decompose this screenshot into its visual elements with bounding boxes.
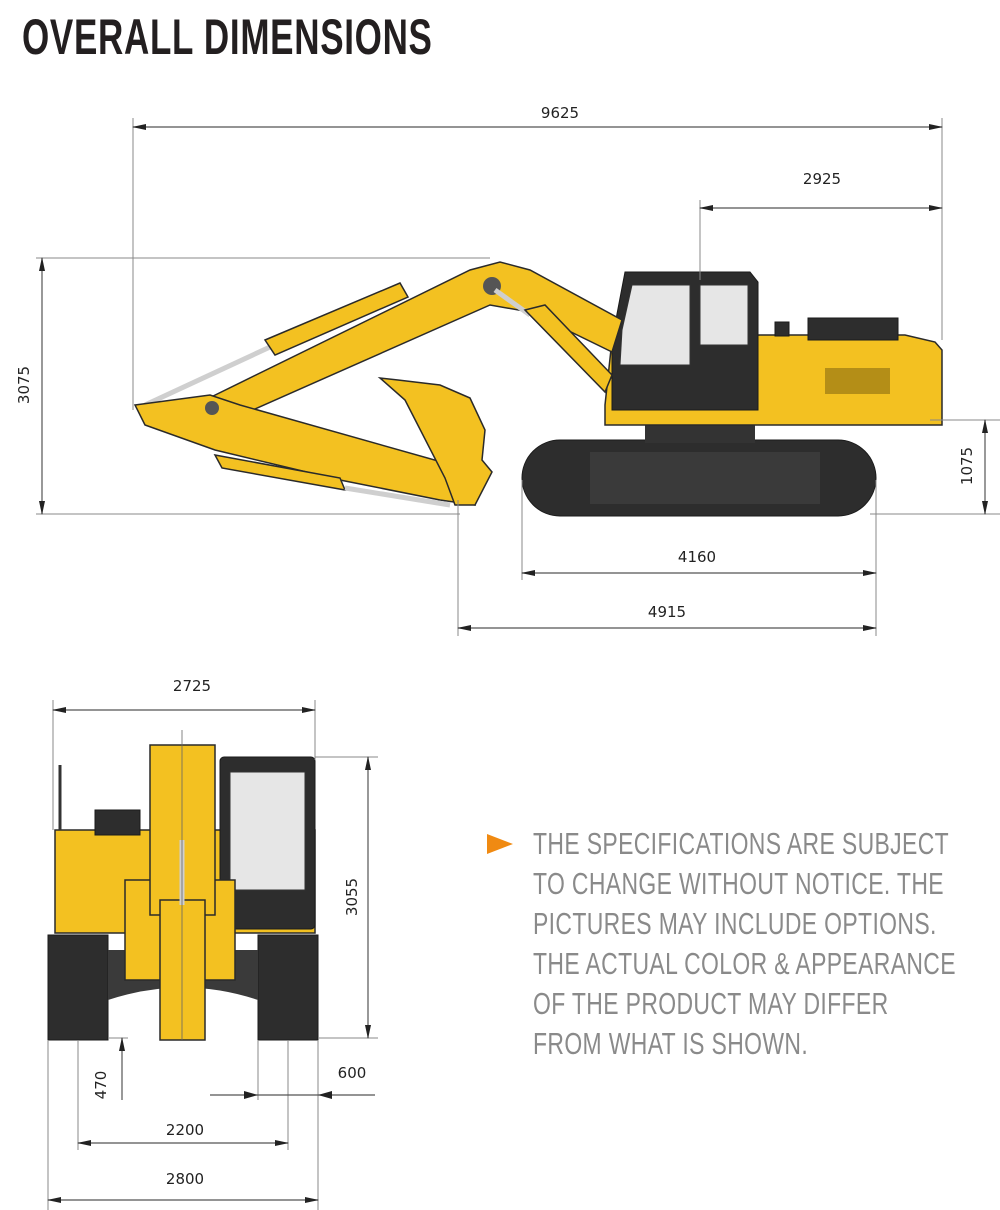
- side-view-excavator: [133, 261, 943, 517]
- dim-track-ground-length: 4160: [678, 548, 716, 566]
- dim-cab-height: 3055: [343, 878, 361, 916]
- note-line: THE SPECIFICATIONS ARE SUBJECT: [533, 826, 950, 861]
- front-track-left: [47, 934, 109, 1041]
- dim-counterweight-clearance: 1075: [958, 447, 976, 485]
- note-line: OF THE PRODUCT MAY DIFFER: [533, 986, 889, 1021]
- note-line: FROM WHAT IS SHOWN.: [533, 1026, 809, 1061]
- dim-track-gauge: 2200: [166, 1121, 204, 1139]
- dim-ground-clearance: 470: [92, 1071, 110, 1100]
- dim-overall-height: 3075: [15, 366, 33, 404]
- dim-rear-swing: 2925: [803, 170, 841, 188]
- note-line: TO CHANGE WITHOUT NOTICE. THE: [533, 866, 944, 901]
- front-track-right: [257, 934, 319, 1041]
- front-view-excavator: [47, 730, 319, 1041]
- dim-track-length: 4915: [648, 603, 686, 621]
- page-title: OVERALL DIMENSIONS: [22, 9, 433, 65]
- side-extension-lines: [36, 118, 1000, 636]
- note-line: THE ACTUAL COLOR & APPEARANCE: [533, 946, 956, 981]
- note-line: PICTURES MAY INCLUDE OPTIONS.: [533, 906, 937, 941]
- dim-overall-width: 2800: [166, 1170, 204, 1188]
- side-boom: [203, 261, 623, 421]
- side-bucket: [377, 376, 493, 506]
- dim-overall-length: 9625: [541, 104, 579, 122]
- dim-shoe-width: 600: [338, 1064, 367, 1082]
- orange-triangle-bullet-icon: [487, 834, 513, 854]
- dim-upper-width: 2725: [173, 677, 211, 695]
